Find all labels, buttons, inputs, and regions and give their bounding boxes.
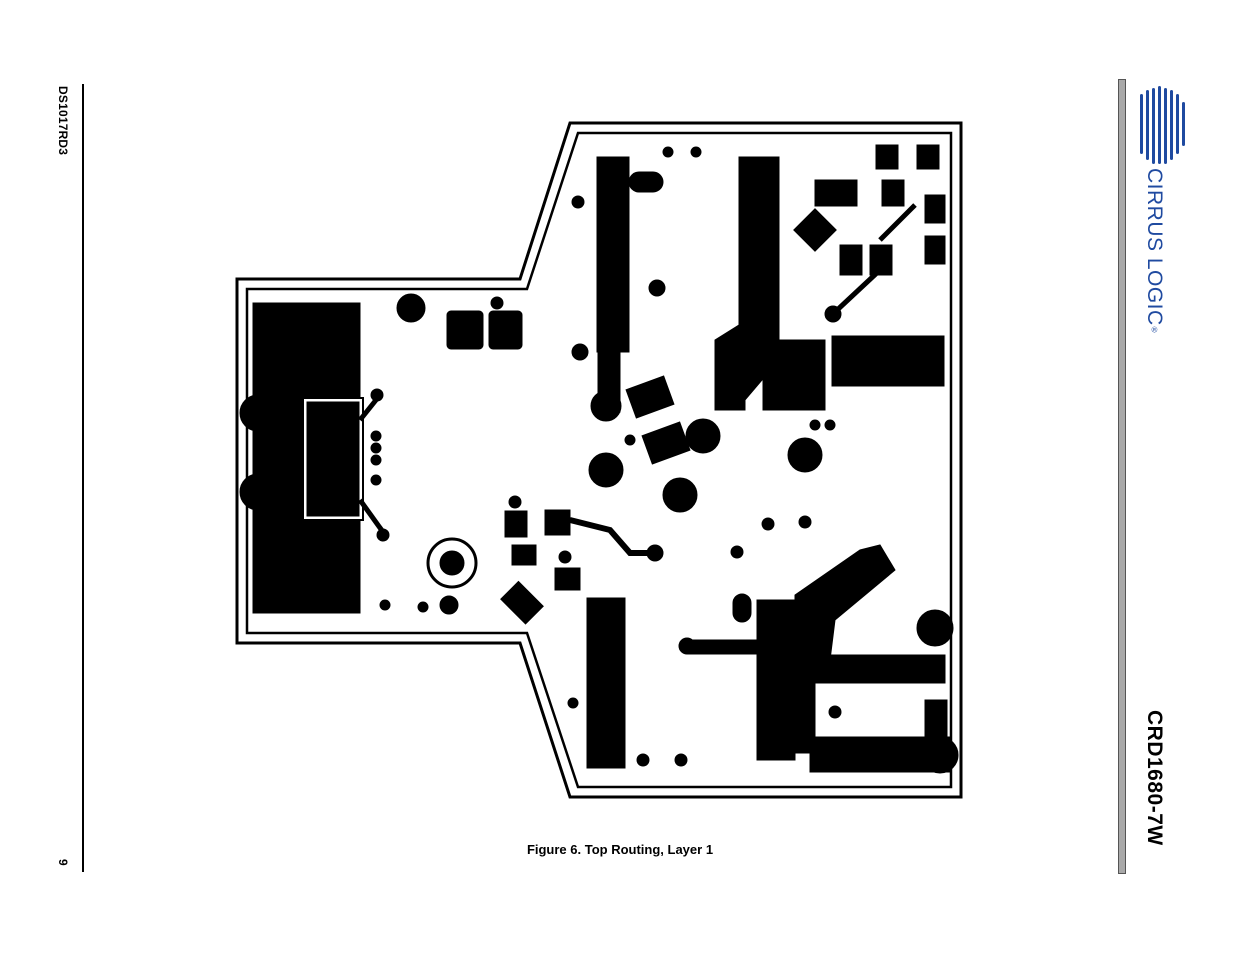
cirrus-logic-logo [1140, 86, 1185, 164]
logo-mark-icon [1140, 86, 1185, 164]
logo-wordmark: CIRRUS LOGIC® [1143, 168, 1166, 336]
left-margin-rule [82, 84, 84, 872]
board-inner-outline [245, 131, 953, 789]
page-number: 9 [56, 859, 70, 866]
board-outline [235, 121, 963, 799]
document-id: DS1017RD3 [56, 86, 70, 156]
figure-caption: Figure 6. Top Routing, Layer 1 [526, 842, 714, 857]
right-margin-bar [1118, 79, 1126, 874]
product-title: CRD1680-7W [1143, 710, 1166, 846]
